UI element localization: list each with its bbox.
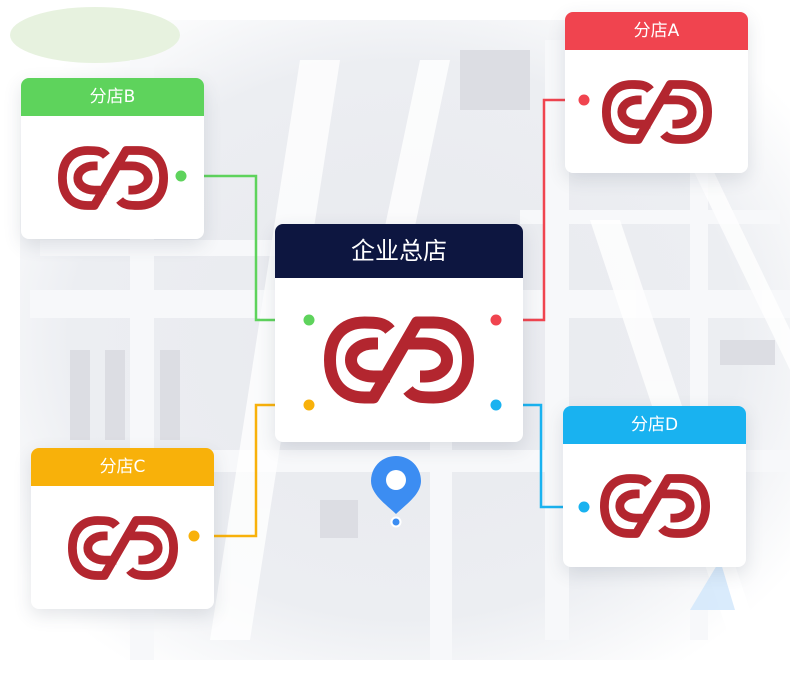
map-pin-icon [371, 456, 421, 528]
branch-c-title: 分店C [31, 448, 214, 486]
headquarters-body [275, 278, 523, 442]
branch-a-title: 分店A [565, 12, 748, 50]
branch-a-card: 分店A [565, 12, 748, 173]
branch-d-title: 分店D [563, 406, 746, 444]
infinity-brand-logo-icon [67, 515, 178, 580]
branch-c-card: 分店C [31, 448, 214, 609]
infinity-brand-logo-icon [57, 145, 168, 210]
headquarters-title: 企业总店 [275, 224, 523, 278]
branch-b-body [21, 116, 204, 239]
branch-a-body [565, 50, 748, 173]
infinity-brand-logo-icon [324, 316, 474, 404]
branch-c-body [31, 486, 214, 609]
branch-b-card: 分店B [21, 78, 204, 239]
branch-d-body [563, 444, 746, 567]
branch-d-card: 分店D [563, 406, 746, 567]
infinity-brand-logo-icon [601, 79, 712, 144]
headquarters-card: 企业总店 [275, 224, 523, 442]
branch-b-title: 分店B [21, 78, 204, 116]
infinity-brand-logo-icon [599, 473, 710, 538]
